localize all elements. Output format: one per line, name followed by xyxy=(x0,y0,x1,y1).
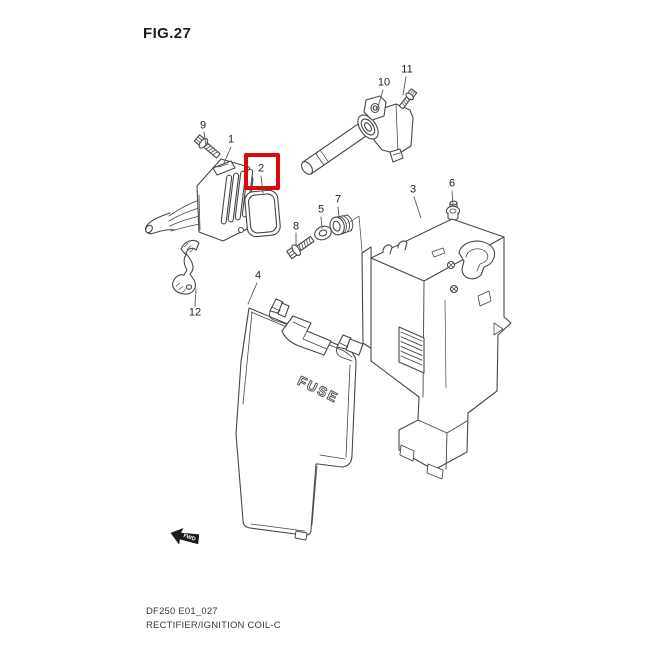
part-callout-9: 9 xyxy=(199,119,207,132)
part-callout-7: 7 xyxy=(334,193,342,206)
part-callout-8: 8 xyxy=(292,220,300,233)
part-callout-12: 12 xyxy=(188,306,202,319)
bolt-11-drawing xyxy=(398,88,418,110)
figure-title: FIG.27 xyxy=(143,25,192,42)
ignition-coil-drawing xyxy=(300,95,414,175)
bracket-drawing xyxy=(361,218,512,480)
section-name: RECTIFIER/IGNITION COIL-C xyxy=(146,620,281,631)
drawing-footer: DF250 E01_027 RECTIFIER/IGNITION COIL-C xyxy=(146,605,281,633)
fwd-direction-arrow: FWD xyxy=(170,528,200,545)
part-callout-4: 4 xyxy=(254,269,262,282)
fuse-cover-drawing: FUSE xyxy=(235,298,364,541)
part-callout-6: 6 xyxy=(448,177,456,190)
washer-5-drawing xyxy=(314,225,332,241)
grommet-7-drawing xyxy=(329,214,354,236)
part-callout-5: 5 xyxy=(317,203,325,216)
bolt-8-drawing xyxy=(286,235,315,260)
part-callout-1: 1 xyxy=(227,133,235,146)
part-callout-2: 2 xyxy=(257,162,265,175)
callout-leader-lines xyxy=(194,76,454,307)
gasket-drawing xyxy=(244,189,281,238)
model-code: DF250 E01_027 xyxy=(146,606,218,617)
screw-9-drawing xyxy=(193,134,221,159)
part-callout-10: 10 xyxy=(377,76,391,89)
clamp-drawing xyxy=(172,240,200,295)
part-callout-11: 11 xyxy=(401,63,413,76)
bolt-6-drawing xyxy=(445,200,461,222)
part-callout-3: 3 xyxy=(409,183,417,196)
fwd-arrow-label: FWD xyxy=(182,533,196,543)
rectifier-drawing xyxy=(145,158,254,242)
